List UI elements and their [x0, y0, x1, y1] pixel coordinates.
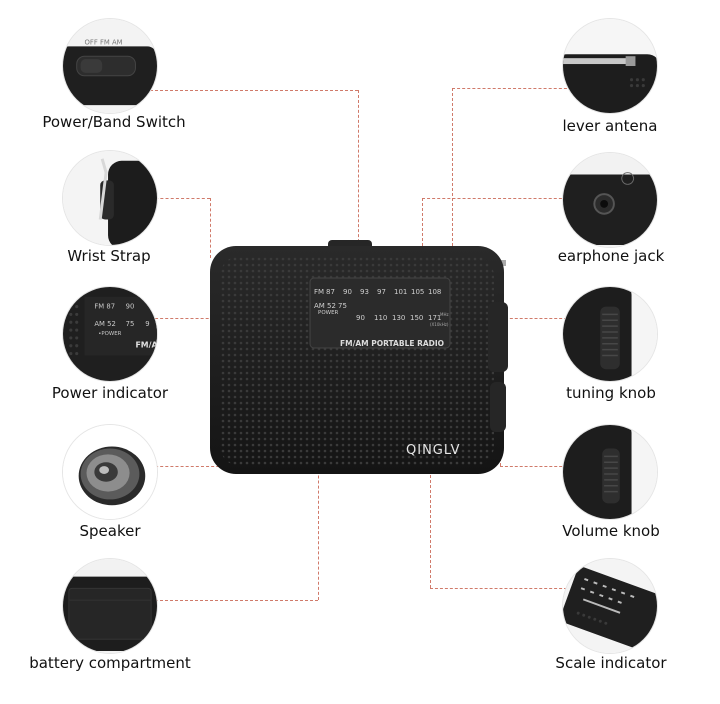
leader-earphone-v	[422, 198, 423, 256]
brand-logo: QINGLV	[406, 443, 461, 458]
fm-scale-tick: 108	[428, 288, 441, 296]
svg-text:9: 9	[145, 320, 149, 328]
leader-power-switch-h	[150, 90, 358, 91]
fm-unit: MHz	[440, 312, 449, 317]
speaker-label: Speaker	[79, 522, 141, 540]
svg-text:OFF FM AM: OFF FM AM	[85, 38, 123, 46]
model-text: FM/AM PORTABLE RADIO	[340, 339, 444, 348]
am-band-label: AM 52	[314, 302, 336, 310]
tuning-knob-closeup	[562, 286, 658, 382]
wrist-strap-closeup	[62, 150, 158, 246]
leader-earphone-h	[422, 198, 572, 199]
am-unit: (X10kHz)	[430, 322, 449, 327]
lever-antenna-label: lever antena	[562, 117, 658, 135]
leader-wrist-strap-v	[210, 198, 211, 258]
power-switch-closeup: OFF FM AM	[62, 18, 158, 114]
am-scale-tick: 110	[374, 314, 387, 322]
dial-panel	[309, 277, 451, 349]
svg-text:75: 75	[126, 320, 135, 328]
scale-indicator-label: Scale indicator	[555, 654, 667, 672]
fm-scale-tick: 101	[394, 288, 407, 296]
earphone-jack-label: earphone jack	[557, 247, 665, 265]
svg-text:90: 90	[126, 303, 135, 311]
leader-battery-v	[318, 440, 319, 600]
svg-text:AM 52: AM 52	[94, 320, 115, 328]
tuning-knob-label: tuning knob	[566, 384, 656, 402]
scale-indicator-closeup	[562, 558, 658, 654]
power-text: POWER	[318, 310, 339, 316]
fm-scale-tick: 93	[360, 288, 369, 296]
lever-antenna-closeup	[562, 18, 658, 114]
power-indicator-closeup: FM 87 90 AM 52 75 9 •POWER FM/A	[62, 286, 158, 382]
svg-text:•POWER: •POWER	[98, 331, 121, 337]
svg-text:FM/A: FM/A	[135, 341, 157, 350]
speaker-closeup	[62, 424, 158, 520]
leader-antenna-v	[452, 88, 453, 256]
leader-volume-h	[500, 466, 572, 467]
leader-tuning-h	[500, 318, 572, 319]
fm-scale-tick: 90	[343, 288, 352, 296]
fm-scale-tick: 87	[326, 288, 335, 296]
power-indicator-label: Power indicator	[51, 384, 169, 402]
am-scale-tick: 150	[410, 314, 423, 322]
leader-antenna-h	[452, 88, 572, 89]
am-scale-tick: 75	[338, 302, 347, 310]
fm-scale-tick: 97	[377, 288, 386, 296]
battery-compartment-label: battery compartment	[29, 654, 191, 672]
am-scale-tick: 130	[392, 314, 405, 322]
fm-scale-tick: 105	[411, 288, 424, 296]
leader-battery-h	[150, 600, 318, 601]
leader-speaker-h	[150, 466, 260, 467]
battery-compartment-closeup	[62, 558, 158, 654]
power-band-switch-label: Power/Band Switch	[42, 113, 186, 131]
fm-band-label: FM	[314, 288, 324, 296]
volume-knob-label: Volume knob	[562, 522, 660, 540]
am-scale-tick: 171	[428, 314, 441, 322]
am-scale-tick: 90	[356, 314, 365, 322]
earphone-jack-closeup	[562, 152, 658, 248]
tuning-knob	[488, 302, 508, 372]
leader-wrist-strap-h	[150, 198, 210, 199]
leader-power-switch-v	[358, 90, 359, 252]
wrist-strap-label: Wrist Strap	[67, 247, 151, 265]
volume-knob-closeup	[562, 424, 658, 520]
svg-text:FM 87: FM 87	[94, 303, 115, 311]
volume-knob	[490, 382, 506, 432]
leader-scale-h	[430, 588, 572, 589]
